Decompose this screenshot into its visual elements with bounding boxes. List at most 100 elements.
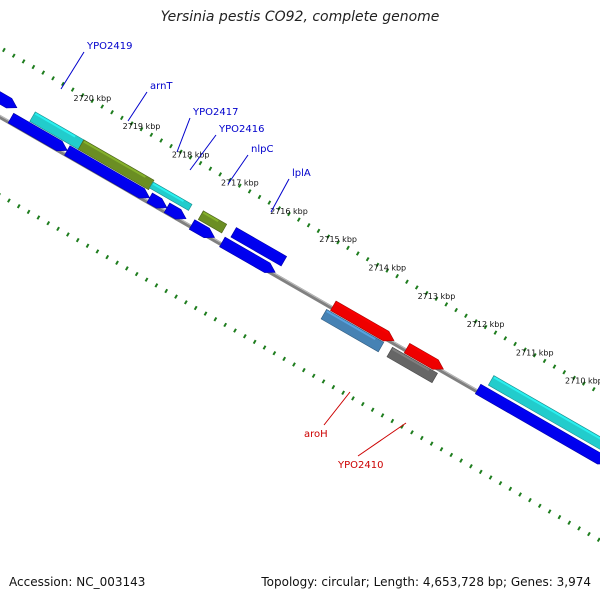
tick-mark bbox=[424, 290, 429, 296]
tick-mark bbox=[174, 294, 178, 299]
tick-label: 2711 kbp bbox=[516, 348, 554, 357]
tick-mark bbox=[144, 277, 149, 282]
tick-mark bbox=[16, 203, 21, 209]
tick-mark bbox=[7, 198, 11, 203]
tick-mark bbox=[90, 98, 95, 104]
gene-arrow[interactable] bbox=[77, 139, 155, 191]
tick-mark bbox=[70, 87, 75, 92]
tick-label: 2720 kbp bbox=[74, 94, 112, 103]
tick-mark bbox=[582, 381, 586, 386]
tick-mark bbox=[365, 256, 370, 262]
tick-mark bbox=[523, 347, 527, 352]
tick-mark bbox=[223, 322, 228, 328]
gene-arrow[interactable] bbox=[230, 227, 288, 267]
gene-label[interactable]: YPO2419 bbox=[86, 41, 132, 52]
gene-label[interactable]: aroH bbox=[304, 429, 328, 440]
gene-arrow[interactable] bbox=[219, 236, 278, 277]
tick-mark bbox=[346, 245, 350, 251]
tick-mark bbox=[439, 447, 444, 452]
tick-mark bbox=[518, 492, 522, 497]
tick-mark bbox=[395, 273, 399, 279]
tick-mark bbox=[587, 531, 591, 537]
tick-mark bbox=[547, 509, 552, 514]
tick-mark bbox=[184, 300, 188, 305]
gene-label[interactable]: arnT bbox=[150, 81, 173, 92]
gene-arrow[interactable] bbox=[320, 308, 385, 353]
gene-label[interactable]: YPO2417 bbox=[192, 107, 238, 118]
gene-label[interactable]: nlpC bbox=[251, 144, 273, 155]
gene-label[interactable]: lplA bbox=[292, 168, 311, 179]
tick-mark bbox=[469, 464, 473, 469]
tick-mark bbox=[464, 313, 468, 318]
tick-mark bbox=[493, 330, 498, 335]
tick-mark bbox=[85, 243, 90, 249]
tick-label: 2713 kbp bbox=[418, 292, 456, 301]
tick-mark bbox=[478, 469, 483, 475]
tick-mark bbox=[149, 132, 154, 138]
tick-mark bbox=[267, 200, 272, 205]
tick-mark bbox=[120, 115, 124, 121]
tick-mark bbox=[390, 418, 395, 424]
tick-mark bbox=[596, 537, 600, 542]
tick-label: 2719 kbp bbox=[123, 122, 161, 131]
gene-arrow[interactable] bbox=[64, 145, 153, 203]
tick-mark bbox=[503, 336, 508, 341]
tick-mark bbox=[532, 353, 537, 358]
tick-mark bbox=[410, 430, 414, 435]
tick-mark bbox=[572, 375, 576, 381]
tick-mark bbox=[115, 260, 119, 265]
tick-mark bbox=[459, 458, 463, 463]
tick-mark bbox=[316, 228, 321, 234]
tick-mark bbox=[567, 520, 572, 525]
gene-features[interactable] bbox=[0, 87, 600, 469]
gene-arrow[interactable] bbox=[386, 346, 438, 384]
tick-label: 2714 kbp bbox=[368, 264, 406, 273]
tick-mark bbox=[272, 350, 277, 356]
tick-mark bbox=[169, 143, 173, 149]
tick-mark bbox=[247, 189, 252, 194]
tick-mark bbox=[105, 254, 110, 260]
gene-arrow[interactable] bbox=[163, 202, 189, 224]
tick-mark bbox=[80, 93, 85, 98]
tick-mark bbox=[203, 311, 208, 316]
gene-arrow[interactable] bbox=[149, 181, 193, 211]
tick-mark bbox=[61, 81, 65, 87]
tick-mark bbox=[154, 283, 159, 288]
gene-arrow[interactable] bbox=[474, 383, 600, 468]
tick-mark bbox=[198, 160, 203, 166]
gene-label[interactable]: YPO2416 bbox=[218, 124, 264, 135]
gene-arrow[interactable] bbox=[146, 192, 170, 213]
tick-mark bbox=[213, 317, 218, 322]
tick-mark bbox=[36, 215, 41, 220]
tick-mark bbox=[188, 155, 193, 160]
gene-label[interactable]: YPO2410 bbox=[337, 460, 383, 471]
accession-text: Accession: NC_003143 bbox=[9, 575, 146, 589]
tick-mark bbox=[164, 288, 169, 294]
genome-summary-text: Topology: circular; Length: 4,653,728 bp… bbox=[261, 575, 591, 589]
gene-arrow[interactable] bbox=[197, 210, 228, 234]
tick-mark bbox=[508, 486, 513, 492]
gene-arrow[interactable] bbox=[330, 300, 397, 345]
tick-mark bbox=[591, 386, 596, 392]
tick-mark bbox=[296, 217, 301, 222]
tick-mark bbox=[100, 104, 105, 109]
tick-label: 2718 kbp bbox=[172, 150, 210, 159]
gene-arrow[interactable] bbox=[188, 219, 217, 242]
gene-arrow[interactable] bbox=[0, 87, 20, 112]
tick-mark bbox=[262, 345, 267, 350]
tick-mark bbox=[21, 59, 26, 64]
tick-mark bbox=[552, 364, 557, 369]
tick-mark bbox=[287, 211, 291, 217]
gene-arrow[interactable] bbox=[403, 342, 446, 373]
label-leader-line bbox=[227, 154, 249, 185]
tick-mark bbox=[513, 341, 517, 347]
tick-mark bbox=[321, 379, 326, 384]
tick-label: 2716 kbp bbox=[270, 207, 308, 216]
tick-mark bbox=[360, 401, 365, 407]
tick-mark bbox=[134, 271, 139, 277]
tick-mark bbox=[193, 305, 198, 311]
gene-arrow[interactable] bbox=[7, 112, 70, 155]
gene-arrow[interactable] bbox=[487, 375, 600, 457]
